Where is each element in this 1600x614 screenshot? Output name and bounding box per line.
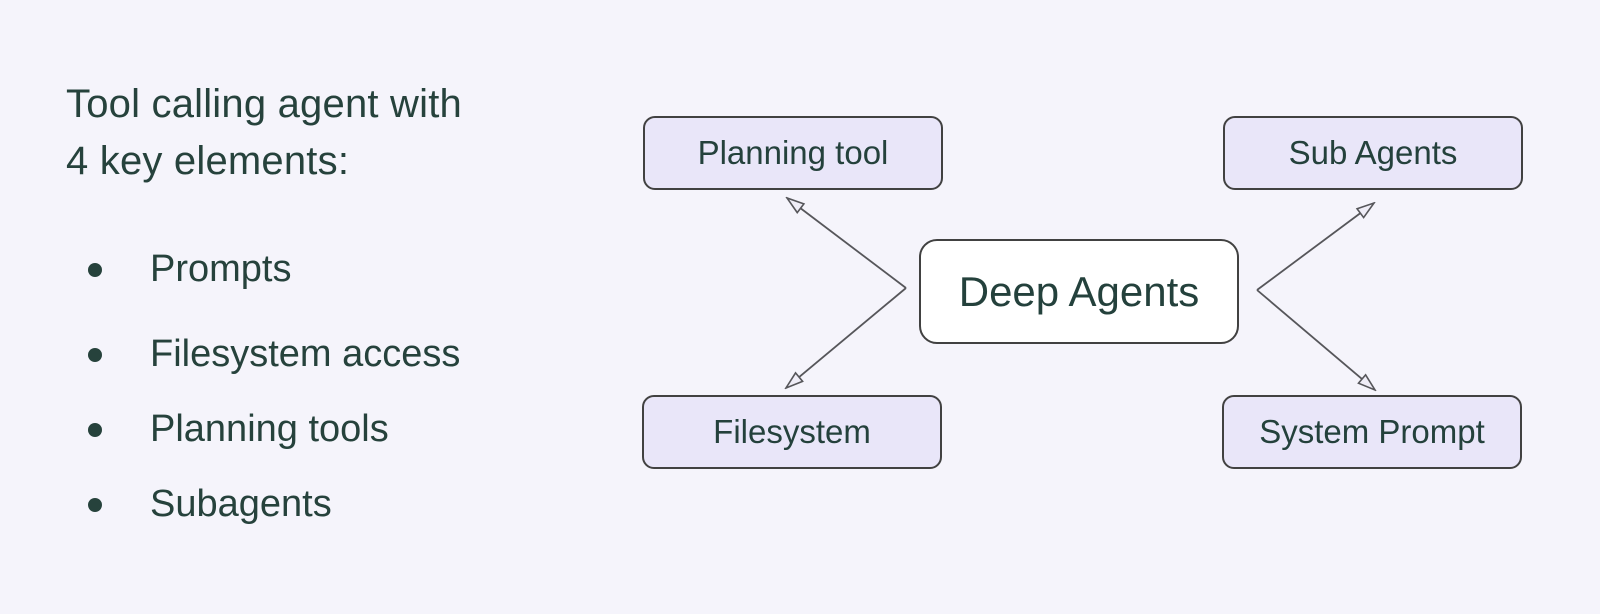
intro-block: Tool calling agent with 4 key elements: … xyxy=(66,76,586,558)
list-item: Subagents xyxy=(88,483,586,526)
intro-heading-line-2: 4 key elements: xyxy=(66,139,350,183)
node-label: Sub Agents xyxy=(1288,134,1458,171)
list-item: Filesystem access xyxy=(88,333,586,376)
edge-deep-agents-to-sub-agents xyxy=(1256,203,1374,291)
key-elements-list: Prompts Filesystem access Planning tools… xyxy=(66,248,586,526)
intro-heading: Tool calling agent with 4 key elements: xyxy=(66,76,586,190)
node-deep-agents: Deep Agents xyxy=(919,239,1239,344)
list-item-label: Planning tools xyxy=(150,408,389,450)
node-planning-tool: Planning tool xyxy=(643,116,943,190)
list-item-label: Subagents xyxy=(150,483,332,525)
node-label: System Prompt xyxy=(1259,413,1485,450)
list-item-label: Prompts xyxy=(150,248,292,290)
node-label: Deep Agents xyxy=(958,267,1200,315)
list-item: Planning tools xyxy=(88,408,586,451)
bullet-dot-icon xyxy=(88,347,102,362)
bullet-dot-icon xyxy=(88,422,102,437)
bullet-dot-icon xyxy=(88,262,102,277)
bullet-dot-icon xyxy=(88,497,102,512)
node-label: Planning tool xyxy=(697,134,889,171)
edge-deep-agents-to-filesystem xyxy=(786,287,907,388)
node-sub-agents: Sub Agents xyxy=(1223,116,1523,190)
edge-deep-agents-to-planning-tool xyxy=(787,198,907,289)
node-system-prompt: System Prompt xyxy=(1222,395,1522,469)
node-label: Filesystem xyxy=(713,413,871,450)
node-filesystem: Filesystem xyxy=(642,395,942,469)
edge-deep-agents-to-system-prompt xyxy=(1256,289,1375,390)
intro-heading-line-1: Tool calling agent with xyxy=(66,82,462,126)
list-item-label: Filesystem access xyxy=(150,333,461,375)
list-item: Prompts xyxy=(88,248,586,291)
